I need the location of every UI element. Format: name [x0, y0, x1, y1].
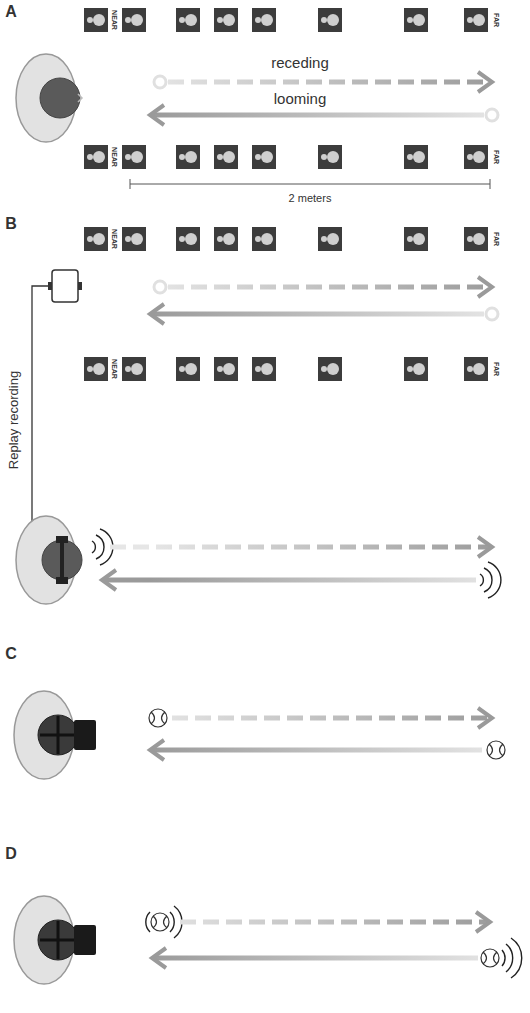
listener-headset [14, 896, 96, 984]
speaker [122, 145, 146, 169]
speaker [176, 357, 200, 381]
speaker [464, 145, 488, 169]
speaker-label: NEAR [110, 229, 118, 249]
speaker [464, 227, 488, 251]
dimension-label: 2 meters [289, 192, 332, 204]
speaker [404, 227, 428, 251]
bracket-label: Replay recording [7, 371, 21, 469]
speaker [318, 145, 342, 169]
listener-headset [14, 691, 96, 779]
speaker [318, 8, 342, 32]
speaker [84, 357, 108, 381]
speaker [252, 8, 276, 32]
speaker [84, 145, 108, 169]
speaker [84, 227, 108, 251]
speaker-label: FAR [492, 13, 500, 27]
speaker [404, 357, 428, 381]
speaker-label: FAR [492, 232, 500, 246]
speaker [176, 145, 200, 169]
speaker [404, 145, 428, 169]
scale-bar [130, 179, 490, 189]
ball [149, 709, 505, 759]
motion-arrows [150, 277, 498, 324]
motion-arrows [150, 708, 492, 760]
sound-waves [92, 529, 501, 598]
speaker [122, 8, 146, 32]
speaker-rows [84, 8, 488, 381]
motion-arrows [102, 537, 492, 590]
speaker [404, 8, 428, 32]
direction-label: looming [274, 91, 327, 108]
speaker [84, 8, 108, 32]
speaker [176, 227, 200, 251]
panel-letter: C [5, 645, 17, 663]
speaker [122, 227, 146, 251]
speaker [252, 227, 276, 251]
speaker [122, 357, 146, 381]
speaker [252, 145, 276, 169]
speaker [318, 227, 342, 251]
speaker-label: NEAR [110, 10, 118, 30]
panel-letter: D [5, 845, 17, 863]
speaker-label: NEAR [110, 359, 118, 379]
direction-label: receding [271, 55, 329, 72]
speaker [214, 227, 238, 251]
listener-headphones [16, 516, 82, 604]
ball [151, 913, 499, 967]
sound-waves [146, 906, 522, 978]
recorder [48, 270, 82, 302]
motion-arrows [152, 912, 490, 968]
listener [16, 54, 82, 142]
speaker [214, 8, 238, 32]
panel-letter: A [5, 3, 17, 21]
speaker [214, 145, 238, 169]
speaker-label: FAR [492, 150, 500, 164]
speaker [252, 357, 276, 381]
speaker-label: NEAR [110, 147, 118, 167]
speaker [176, 8, 200, 32]
motion-arrows [150, 72, 498, 125]
panel-letter: B [5, 215, 17, 233]
speaker [464, 357, 488, 381]
speaker [318, 357, 342, 381]
speaker [464, 8, 488, 32]
speaker-label: FAR [492, 362, 500, 376]
speaker [214, 357, 238, 381]
